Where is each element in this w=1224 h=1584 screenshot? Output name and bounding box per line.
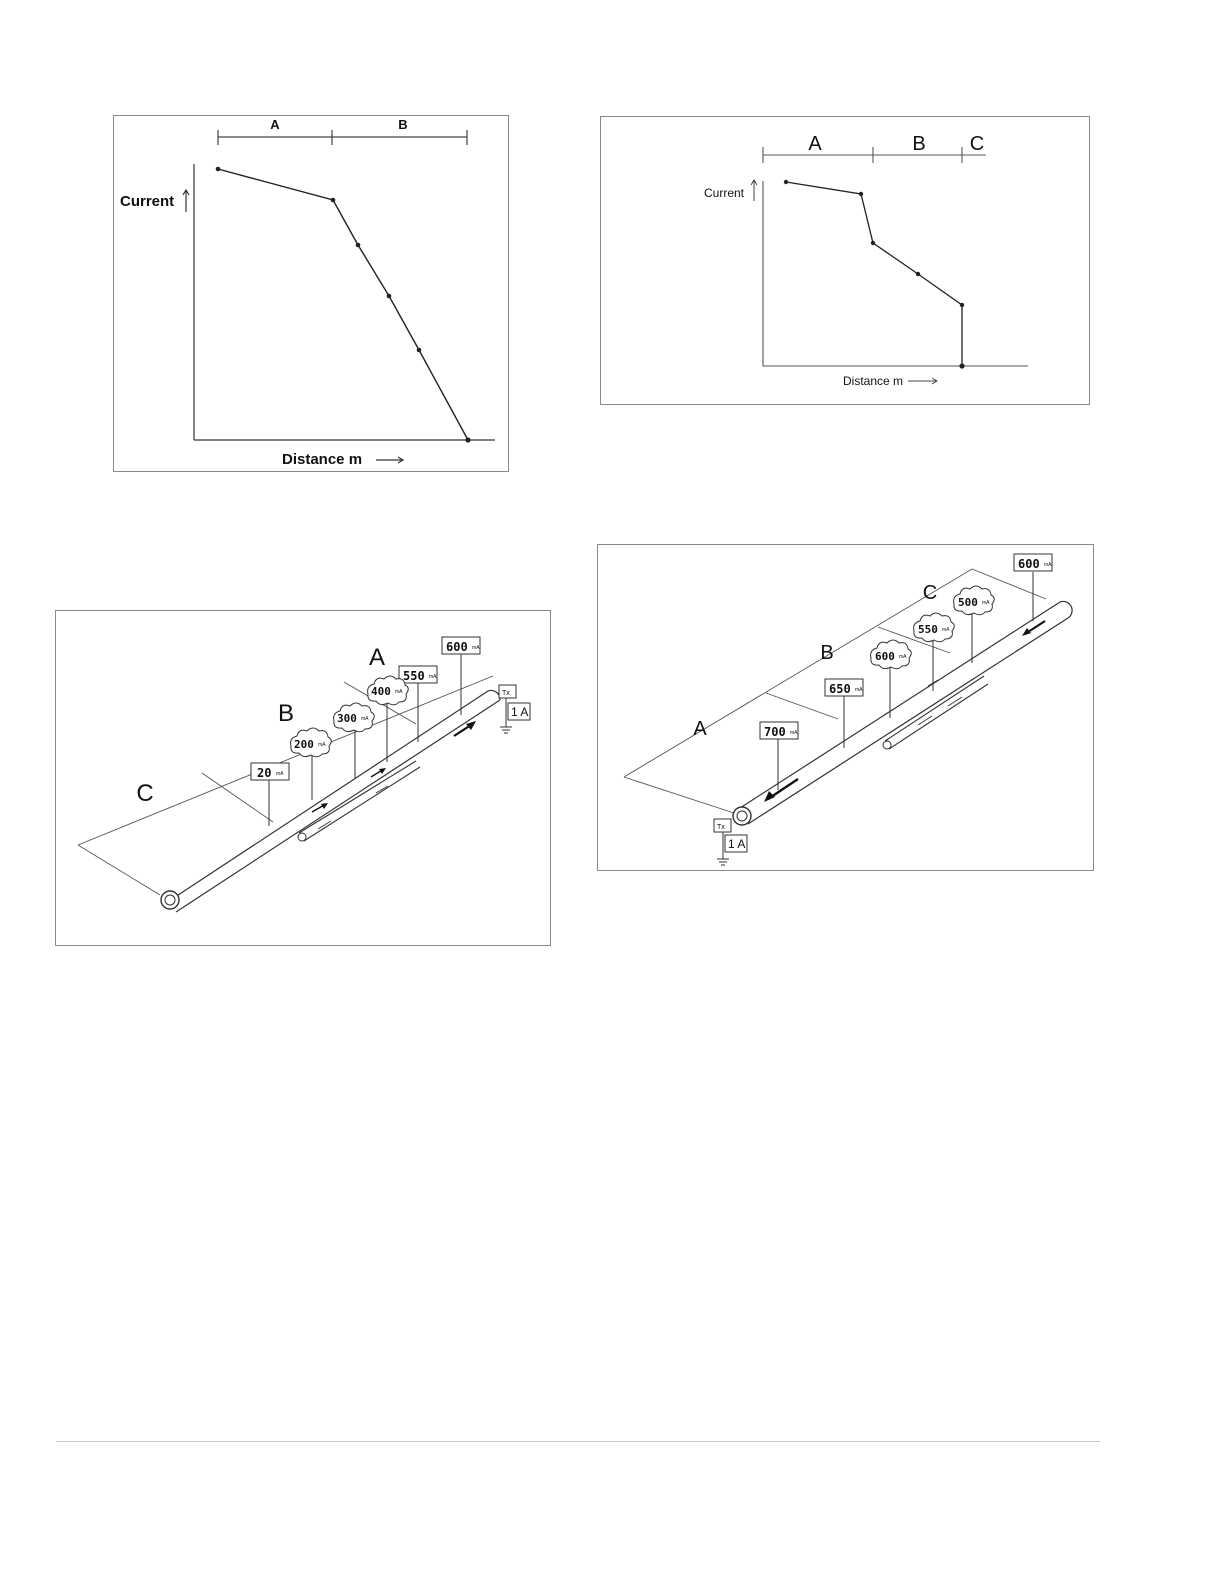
svg-text:400: 400 — [371, 685, 391, 698]
svg-text:600: 600 — [446, 640, 468, 654]
meter-reading-550: 550 mA — [399, 666, 437, 683]
ground-icon — [717, 859, 729, 865]
pipe-diagram-panel-1: A B C 600 mA 550 mA 400 mA — [55, 610, 551, 946]
data-point — [216, 167, 221, 172]
svg-text:600: 600 — [875, 650, 895, 663]
svg-text:550: 550 — [918, 623, 938, 636]
pipe-diagram-panel-2: A B C 700 mA 650 mA 600 mA — [597, 544, 1094, 871]
svg-text:mA: mA — [429, 674, 437, 680]
meter-reading-700: 700 mA — [760, 722, 798, 739]
meter-reading-20: 20 mA — [251, 763, 289, 780]
svg-text:700: 700 — [764, 725, 786, 739]
zone-label-a: A — [693, 718, 707, 740]
arrow-icon — [312, 803, 328, 812]
svg-text:mA: mA — [1044, 562, 1052, 568]
arrow-icon — [1022, 621, 1045, 636]
secondary-pipe — [298, 761, 420, 841]
meter-reading-200: 200 mA — [291, 728, 332, 757]
zone-label-a: A — [369, 644, 385, 671]
arrow-icon — [183, 190, 189, 212]
transmitter: Tx 1 A — [499, 685, 530, 727]
meter-reading-650: 650 mA — [825, 679, 863, 696]
ground-icon — [500, 727, 512, 733]
data-point — [465, 437, 470, 442]
svg-text:200: 200 — [294, 738, 314, 751]
graph-2-svg: A B C Current Distance m — [601, 117, 1091, 406]
graph-panel-1: A B Current Distance m — [113, 115, 509, 472]
svg-text:Tx: Tx — [717, 824, 725, 831]
secondary-pipe — [883, 676, 988, 749]
svg-text:mA: mA — [361, 716, 369, 722]
svg-text:mA: mA — [276, 771, 284, 777]
meter-reading-600-start: 600 mA — [1014, 554, 1052, 571]
zone-label-c: C — [136, 780, 153, 807]
svg-text:mA: mA — [472, 645, 480, 651]
segment-label-a: A — [270, 117, 280, 132]
current-curve — [786, 182, 962, 366]
svg-text:Tx: Tx — [502, 690, 510, 697]
reading-leaders — [778, 572, 1033, 790]
footer-rule — [56, 1441, 1100, 1442]
meter-reading-600: 600 mA — [871, 640, 912, 669]
segment-label-a: A — [808, 133, 822, 155]
arrow-icon — [376, 457, 403, 463]
svg-text:1 A: 1 A — [511, 705, 528, 719]
svg-text:mA: mA — [899, 654, 907, 660]
data-point — [871, 241, 875, 245]
zone-label-b: B — [820, 642, 833, 664]
svg-text:mA: mA — [982, 600, 990, 606]
graph-1-svg: A B Current Distance m — [114, 116, 510, 473]
meter-reading-400: 400 mA — [368, 676, 409, 705]
data-point — [960, 303, 964, 307]
svg-text:20: 20 — [257, 766, 271, 780]
svg-text:300: 300 — [337, 712, 357, 725]
zone-label-b: B — [278, 700, 294, 727]
current-curve — [218, 169, 468, 440]
segment-label-c: C — [970, 133, 984, 155]
svg-text:650: 650 — [829, 682, 851, 696]
data-point — [959, 363, 964, 368]
svg-text:mA: mA — [855, 687, 863, 693]
svg-text:600: 600 — [1018, 557, 1040, 571]
svg-text:mA: mA — [790, 730, 798, 736]
meter-reading-600: 600 mA — [442, 637, 480, 654]
main-pipe — [161, 690, 500, 912]
data-point — [784, 180, 788, 184]
pipe-diagram-2-svg: A B C 700 mA 650 mA 600 mA — [598, 545, 1095, 872]
pipe-diagram-1-svg: A B C 600 mA 550 mA 400 mA — [56, 611, 552, 947]
arrow-icon — [764, 779, 798, 802]
meter-reading-300: 300 mA — [334, 703, 375, 732]
main-pipe — [733, 601, 1072, 825]
svg-text:550: 550 — [403, 669, 425, 683]
data-point — [859, 192, 863, 196]
svg-text:500: 500 — [958, 596, 978, 609]
segment-label-b: B — [398, 117, 407, 132]
svg-text:mA: mA — [395, 689, 403, 695]
svg-text:1 A: 1 A — [728, 837, 745, 851]
meter-reading-550: 550 mA — [914, 613, 955, 642]
data-point — [356, 243, 361, 248]
x-axis-label: Distance m — [843, 374, 903, 388]
y-axis-label: Current — [120, 193, 174, 210]
zone-label-c: C — [923, 582, 937, 604]
x-axis-label: Distance m — [282, 451, 362, 468]
graph-panel-2: A B C Current Distance m — [600, 116, 1090, 405]
svg-text:mA: mA — [942, 627, 950, 633]
data-point — [417, 348, 422, 353]
svg-text:mA: mA — [318, 742, 326, 748]
segment-label-b: B — [912, 133, 925, 155]
data-point — [916, 272, 920, 276]
meter-reading-500: 500 mA — [954, 586, 995, 615]
arrow-icon — [751, 180, 757, 201]
data-point — [387, 294, 392, 299]
data-point — [331, 198, 336, 203]
arrow-icon — [908, 378, 937, 384]
y-axis-label: Current — [704, 186, 745, 200]
